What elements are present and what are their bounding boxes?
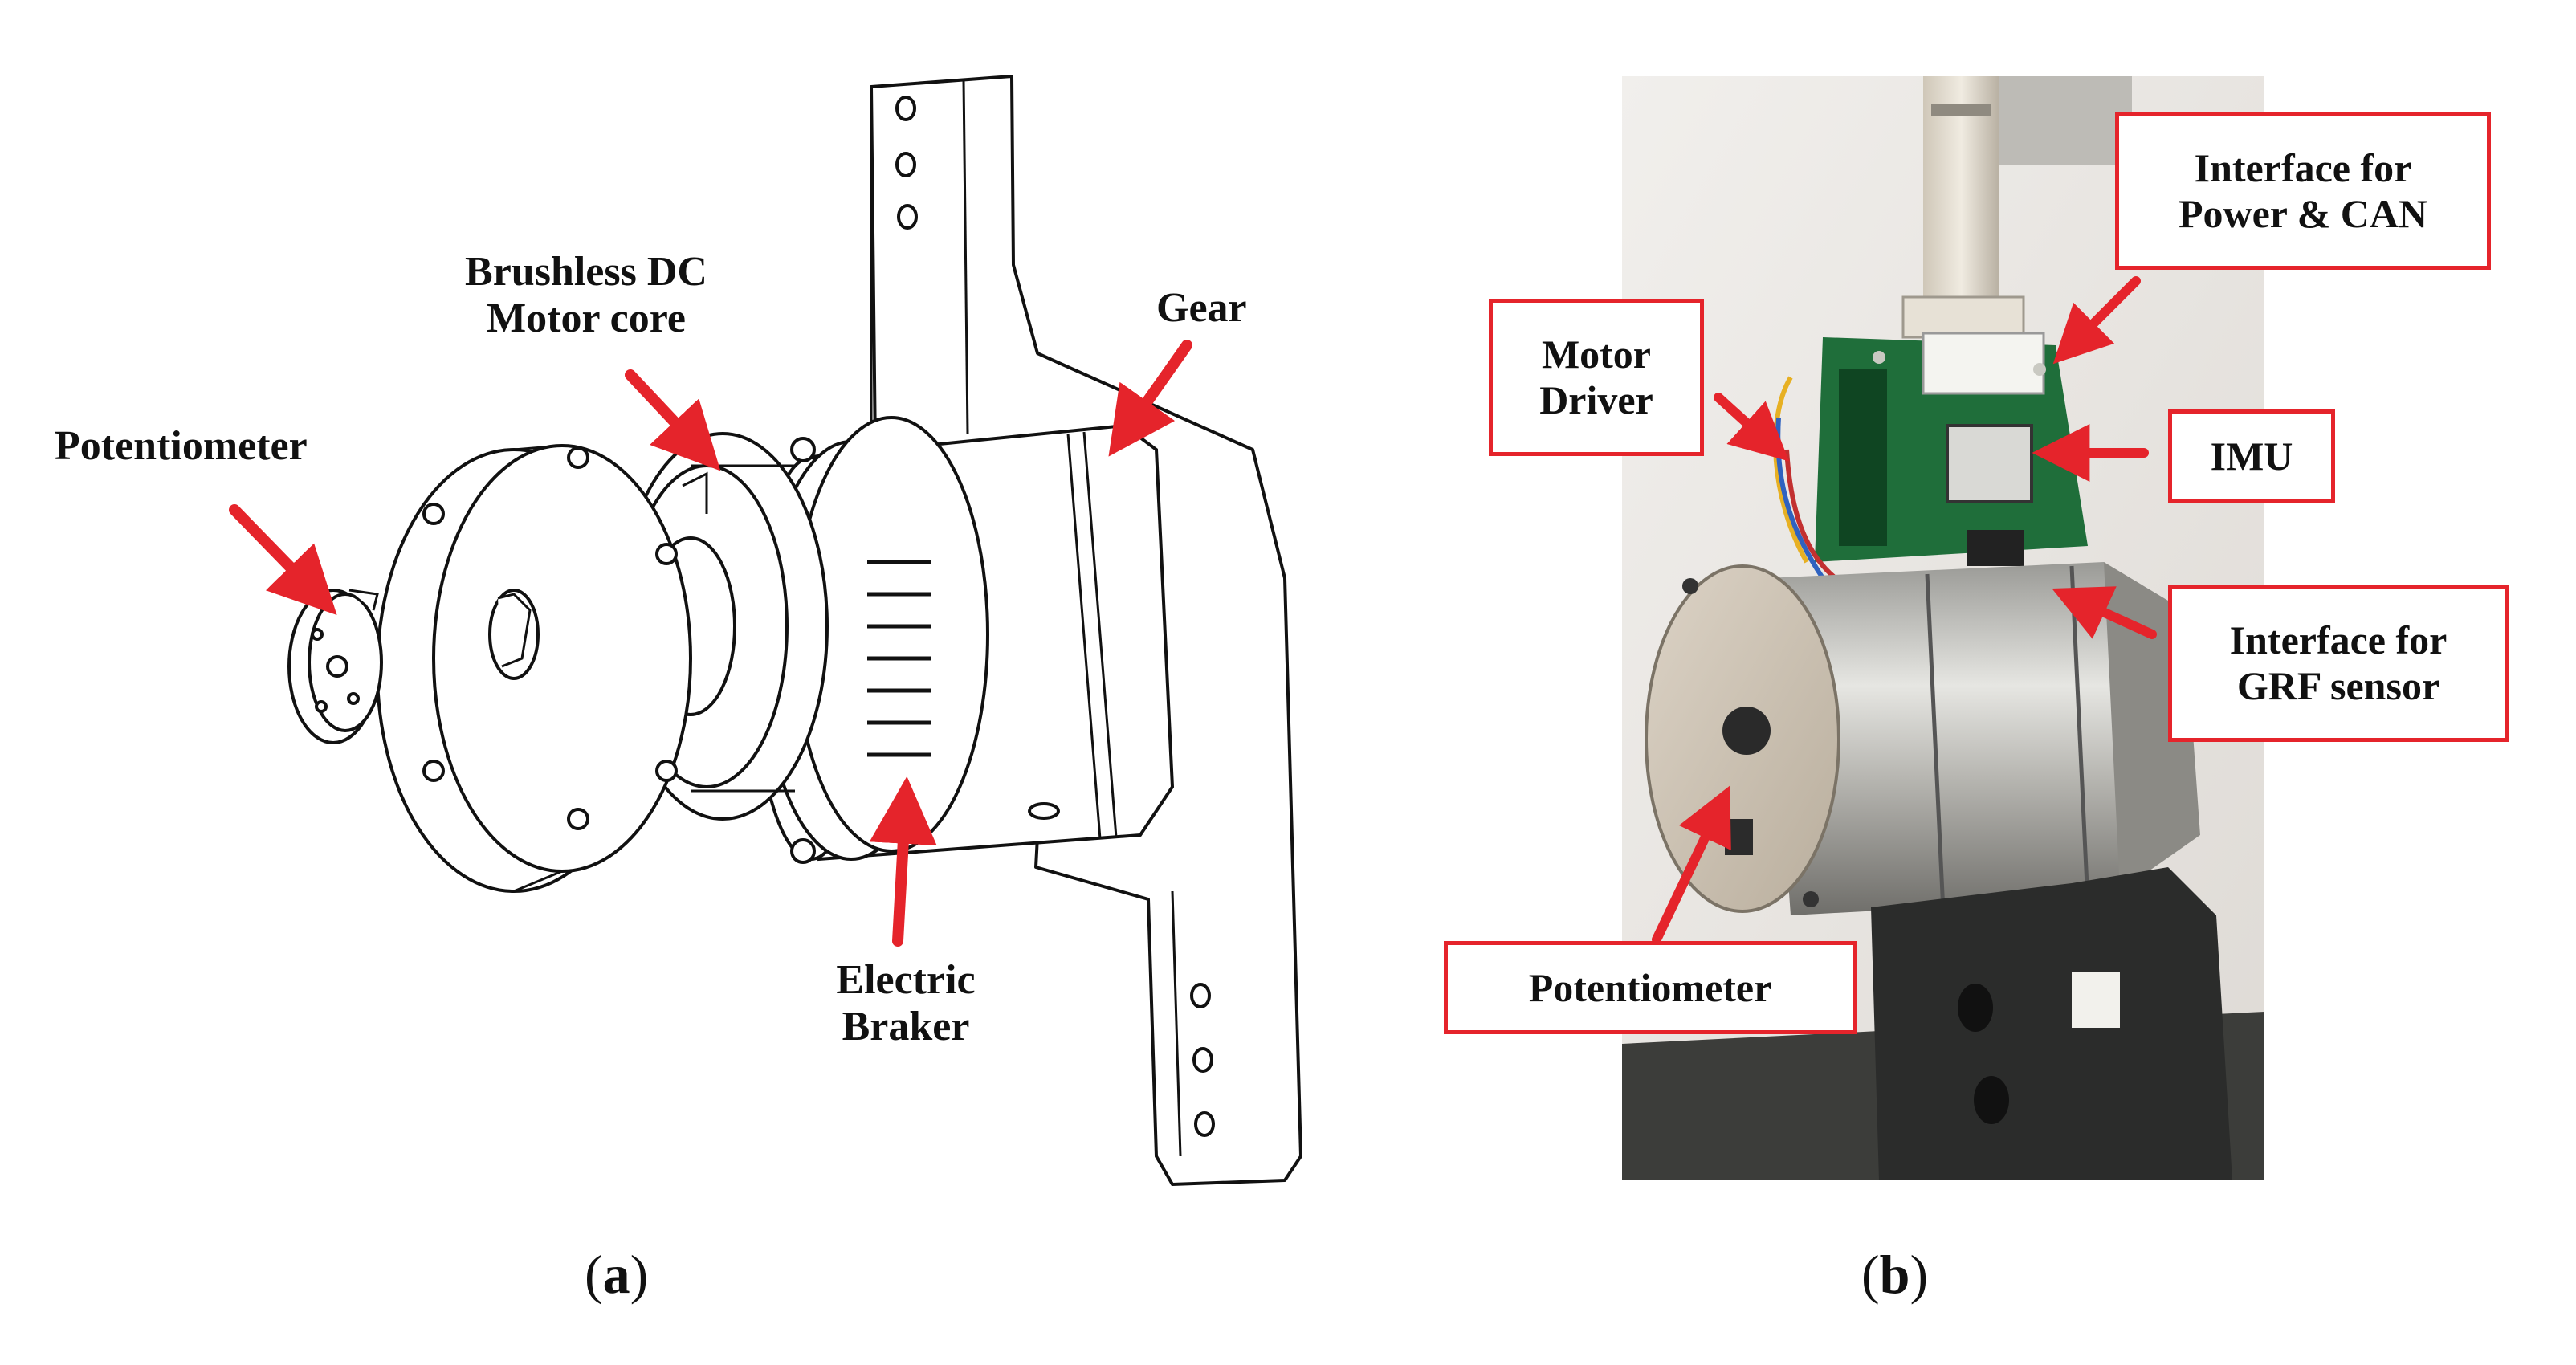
box-power-can: Interface for Power & CAN	[2115, 112, 2491, 270]
label-bldc-line2: Motor core	[487, 295, 686, 342]
circuit-board	[1773, 332, 2088, 589]
label-bldc-line1: Brushless DC	[465, 249, 707, 295]
label-bldc-motor-core: Brushless DC Motor core	[418, 249, 755, 342]
potentiometer-part	[287, 589, 383, 744]
label-electric-braker: Electric Braker	[777, 957, 1034, 1050]
caption-a: (a)	[585, 1244, 649, 1305]
arrow-gear	[1108, 340, 1192, 457]
arrow-potentiometer-b	[1652, 785, 1731, 944]
arrow-grf	[2052, 586, 2157, 639]
imu-chip	[1946, 424, 2033, 503]
arrow-potentiometer-a	[229, 504, 337, 616]
arrow-braker	[869, 776, 937, 947]
power-can-line1: Interface for	[2194, 145, 2412, 190]
panel-a-arrows	[229, 340, 1192, 947]
motor-driver-line2: Driver	[1539, 377, 1653, 422]
box-motor-driver: Motor Driver	[1489, 299, 1704, 456]
arrow-motor-core	[625, 369, 721, 471]
caption-b-letter: b	[1879, 1244, 1910, 1305]
grf-line2: GRF sensor	[2236, 663, 2440, 708]
bracket-holes	[895, 96, 1215, 1137]
label-gear: Gear	[1156, 285, 1247, 331]
label-braker-line1: Electric	[836, 957, 976, 1003]
end-cap	[376, 444, 692, 893]
caption-b: (b)	[1861, 1244, 1929, 1305]
top-rail-clamp	[1999, 76, 2132, 165]
motor-driver-line1: Motor	[1541, 332, 1652, 377]
arrow-power-can	[2052, 276, 2141, 365]
panel-b-arrows	[1652, 276, 2157, 944]
arrow-motor-driver	[1714, 393, 1790, 462]
label-potentiometer-a: Potentiometer	[55, 423, 308, 469]
grf-line1: Interface for	[2229, 617, 2448, 662]
lower-bracket	[1871, 867, 2232, 1180]
box-potentiometer-b: Potentiometer	[1444, 941, 1857, 1034]
label-braker-line2: Braker	[842, 1004, 970, 1050]
electric-braker-coil	[761, 416, 989, 864]
rail-bracket	[1901, 295, 2025, 339]
box-imu: IMU	[2168, 410, 2335, 503]
box-grf-sensor: Interface for GRF sensor	[2168, 585, 2509, 742]
power-can-line2: Power & CAN	[2178, 191, 2428, 236]
caption-a-letter: a	[602, 1244, 630, 1305]
potentiometer-knob	[1722, 707, 1771, 755]
